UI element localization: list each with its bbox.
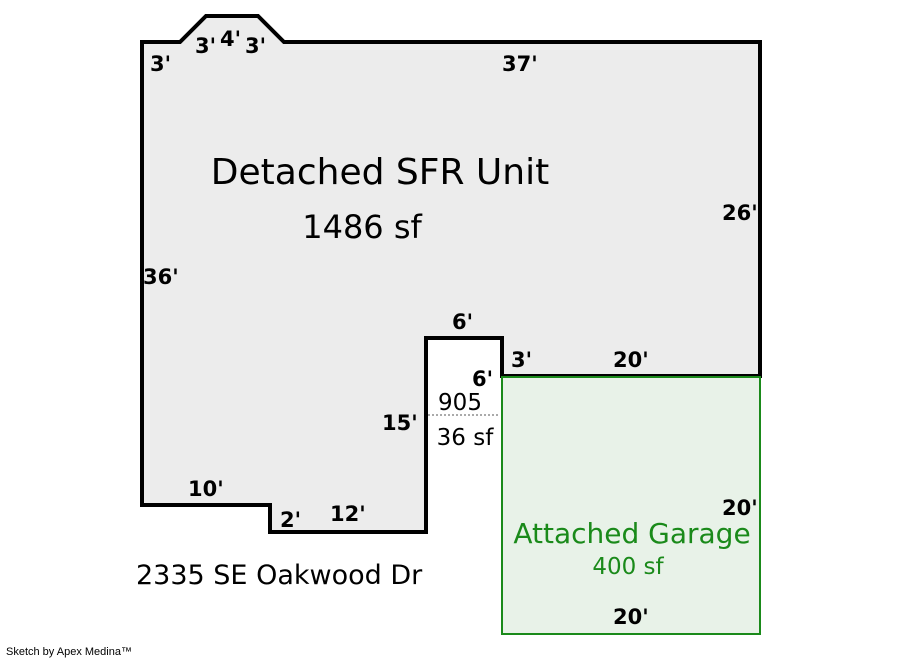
garage-outline <box>501 376 761 635</box>
dim-notch-left: 3' <box>150 52 171 76</box>
main-area-size: 1486 sf <box>302 208 422 246</box>
small-area-name: 905 <box>438 390 482 416</box>
dim-step-short: 3' <box>511 348 532 372</box>
main-area-name: Detached SFR Unit <box>211 152 549 193</box>
dim-notch-left2: 3' <box>195 34 216 58</box>
dim-notch-top: 4' <box>220 27 241 51</box>
dim-bump-top: 6' <box>452 310 473 334</box>
garage-name: Attached Garage <box>513 517 750 550</box>
dim-notch-right: 3' <box>245 34 266 58</box>
dim-bump-right: 6' <box>472 367 493 391</box>
dim-bottom-mid: 12' <box>330 502 366 526</box>
dim-bump-left: 15' <box>382 411 418 435</box>
garage-size: 400 sf <box>592 554 664 580</box>
dim-bottom-left: 10' <box>188 477 224 501</box>
dim-right: 26' <box>722 201 758 225</box>
small-area-size: 36 sf <box>437 425 495 451</box>
dim-top: 37' <box>502 52 538 76</box>
dim-garage-top: 20' <box>613 348 649 372</box>
dim-step-down: 2' <box>280 508 301 532</box>
sketch-credit: Sketch by Apex Medina™ <box>6 646 132 658</box>
dim-left: 36' <box>143 265 179 289</box>
dim-garage-right: 20' <box>722 496 758 520</box>
dim-garage-bottom: 20' <box>613 605 649 629</box>
property-address: 2335 SE Oakwood Dr <box>136 560 423 591</box>
